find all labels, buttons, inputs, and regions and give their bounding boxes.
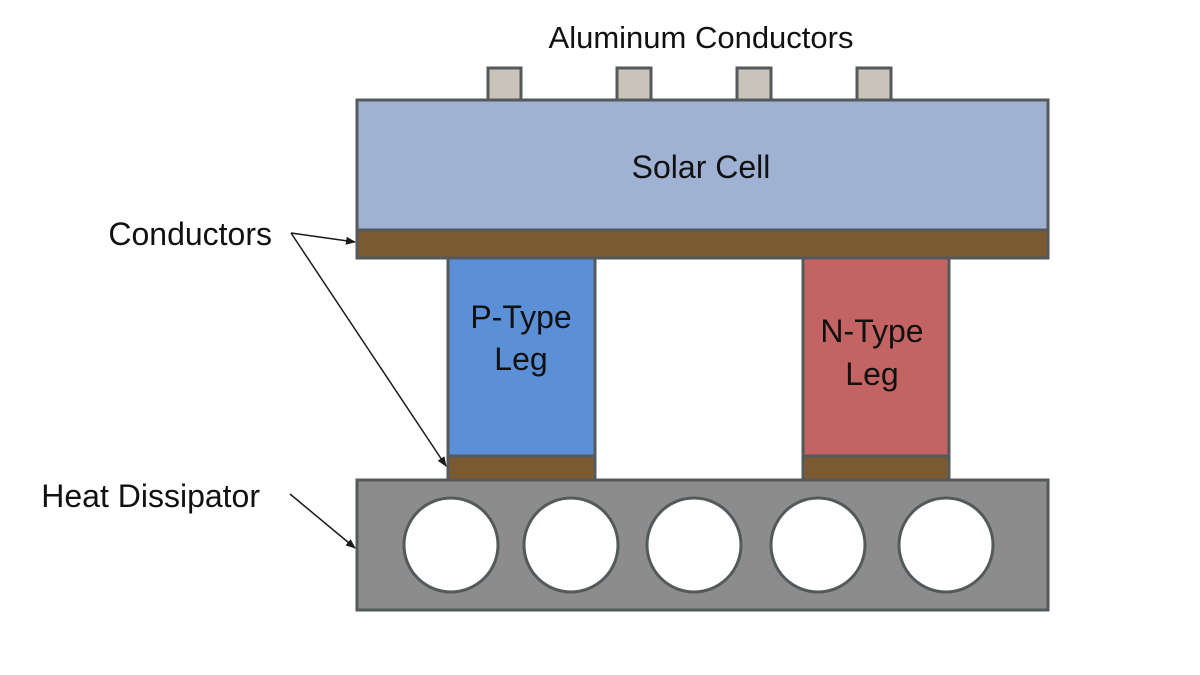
conductors-label: Conductors — [108, 216, 272, 252]
conductor-arrow-top — [290, 232, 356, 245]
top-conductor-strip — [355, 228, 1050, 260]
p-type-leg — [446, 256, 597, 458]
solar-cell-label: Solar Cell — [632, 149, 771, 185]
aluminum-conductors-label: Aluminum Conductors — [549, 20, 854, 55]
heat-dissipator-label: Heat Dissipator — [41, 478, 260, 514]
cooling-hole — [522, 496, 620, 594]
aluminum-tab — [615, 66, 653, 103]
n-leg-bottom-conductor — [801, 454, 951, 482]
conductor-arrow-bottom — [290, 232, 447, 467]
aluminum-tabs — [486, 66, 893, 103]
aluminum-tab — [486, 66, 523, 103]
cooling-hole — [645, 496, 743, 594]
cooling-holes — [402, 496, 995, 594]
cooling-hole — [897, 496, 995, 594]
p-leg-bottom-conductor — [446, 454, 597, 482]
n-type-label-line1: N-Type — [820, 313, 923, 349]
n-type-leg — [801, 256, 951, 458]
solar-cell — [355, 98, 1050, 232]
cooling-hole — [402, 496, 500, 594]
aluminum-tab — [855, 66, 893, 103]
p-type-label-line2: Leg — [494, 341, 547, 377]
heat-dissipator-arrow — [289, 493, 356, 549]
n-type-label-line2: Leg — [845, 356, 898, 392]
aluminum-tab — [735, 66, 773, 103]
cooling-hole — [769, 496, 867, 594]
p-type-label-line1: P-Type — [470, 299, 571, 335]
